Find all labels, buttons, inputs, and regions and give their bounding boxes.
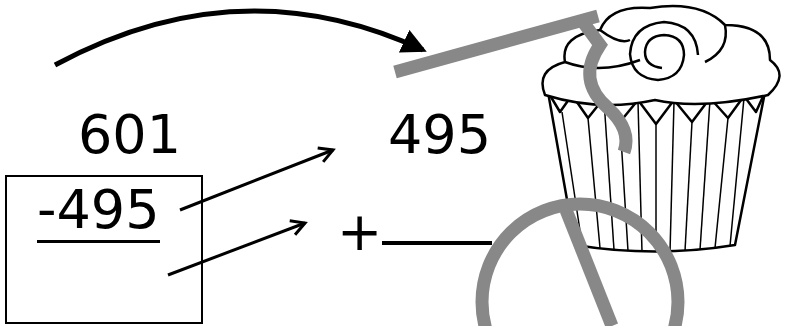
subtraction-box: -495 — [5, 175, 203, 324]
grey-marks — [395, 16, 678, 326]
leader-arrow — [168, 223, 305, 275]
math-number: 495 — [388, 108, 491, 162]
subtrahend-number: -495 — [37, 183, 160, 243]
cupcake-drawing — [543, 6, 780, 252]
math-number: + — [337, 205, 382, 259]
jump-arrow — [55, 11, 423, 65]
answer-blank — [382, 241, 492, 245]
math-number: 601 — [78, 108, 181, 162]
